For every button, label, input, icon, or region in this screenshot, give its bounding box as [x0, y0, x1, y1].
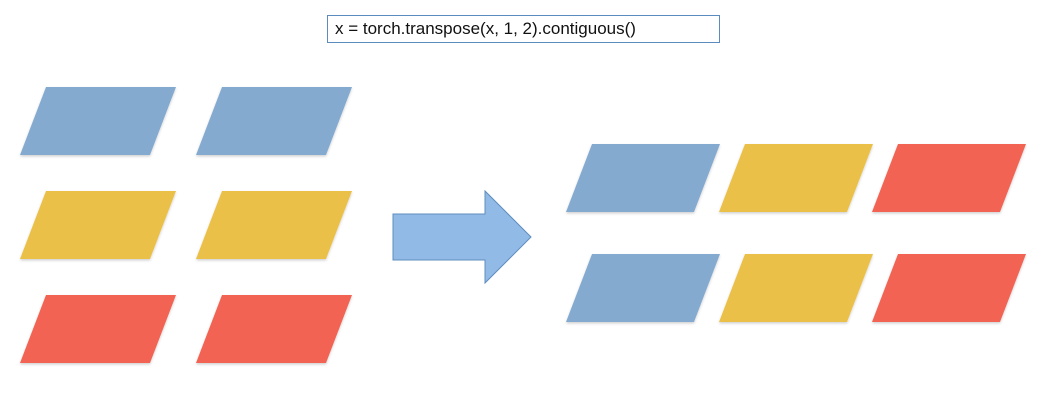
input-tile-red	[20, 295, 176, 363]
input-tile-yellow	[196, 191, 352, 259]
output-tensor-grid	[566, 144, 1026, 322]
input-tile-red	[196, 295, 352, 363]
output-tile-yellow	[719, 254, 873, 322]
output-tile-yellow	[719, 144, 873, 212]
transform-arrow	[392, 189, 532, 285]
output-tile-blue	[566, 144, 720, 212]
output-tile-red	[872, 254, 1026, 322]
output-tile-red	[872, 144, 1026, 212]
output-tile-blue	[566, 254, 720, 322]
input-tensor-grid	[20, 87, 352, 363]
right-arrow-icon	[392, 189, 532, 285]
code-label: x = torch.transpose(x, 1, 2).contiguous(…	[327, 15, 720, 43]
input-tile-blue	[196, 87, 352, 155]
code-text: x = torch.transpose(x, 1, 2).contiguous(…	[335, 19, 636, 38]
input-tile-yellow	[20, 191, 176, 259]
input-tile-blue	[20, 87, 176, 155]
